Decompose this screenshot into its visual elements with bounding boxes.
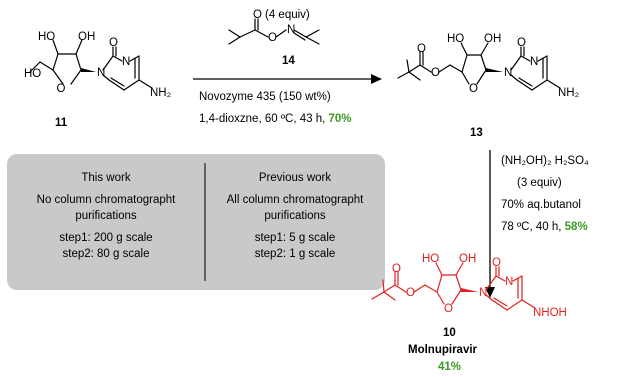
compound-13-n1: N: [504, 67, 512, 79]
compound-13-oh-right: OH: [484, 33, 501, 45]
compound-10-overall-yield: 41%: [438, 361, 461, 373]
compound-10-n3: N: [505, 276, 513, 288]
previous-work-line1: All column chromatographt: [227, 194, 365, 206]
step2-solvent: 70% aq.butanol: [501, 199, 581, 211]
step1-catalyst: Novozyme 435 (150 wt%): [199, 91, 331, 103]
compound-13-ester-oxygen: O: [431, 67, 440, 79]
compound-11-nh2: NH₂: [150, 87, 171, 99]
step2-reagent: (NH₂OH)₂ H₂SO₄: [501, 155, 589, 167]
this-work-line2: purifications: [75, 210, 137, 222]
previous-work-line2: purifications: [264, 210, 326, 222]
previous-work-step2: step2: 1 g scale: [255, 248, 336, 260]
compound-11-carbonyl-oxygen: O: [109, 37, 118, 49]
compound-10-ho-left: HO: [422, 253, 439, 265]
step1-conditions: 1,4-dioxzne, 60 ºC, 43 h, 70%: [199, 113, 352, 125]
comparison-panel: [7, 154, 385, 290]
compound-13-n3: N: [530, 56, 538, 68]
compound-13-ring-oxygen: O: [469, 83, 478, 95]
compound-13-c2-oxygen: O: [517, 37, 526, 49]
compound-11-ring-oxygen: O: [57, 83, 66, 95]
step1-yield: 70%: [329, 113, 352, 125]
reagent-14-carbonyl-oxygen: O: [253, 9, 262, 21]
compound-10-nhoh: NHOH: [533, 307, 567, 319]
compound-13-carbonyl-oxygen: O: [417, 43, 426, 55]
compound-11-ho-primary: HO: [24, 68, 41, 80]
compound-10-structure: [371, 262, 536, 311]
this-work-step1: step1: 200 g scale: [59, 232, 152, 244]
previous-work-title: Previous work: [259, 172, 331, 184]
previous-work-step1: step1: 5 g scale: [255, 232, 336, 244]
compound-10-carbonyl-oxygen: O: [392, 263, 401, 275]
compound-11-n3: N: [122, 56, 130, 68]
reagent-14-ester-oxygen: O: [268, 32, 277, 44]
compound-10-oh-right: OH: [459, 253, 476, 265]
compound-11-n1: N: [97, 67, 105, 79]
compound-13-nh2: NH₂: [558, 87, 579, 99]
step1-arrowhead: [371, 74, 382, 84]
compound-10-name: Molnupiravir: [408, 344, 478, 356]
compound-10-ring-oxygen: O: [444, 303, 453, 315]
compound-11-structure: [29, 39, 153, 91]
reagent-14-nitrogen: N: [287, 24, 295, 36]
compound-10-n1: N: [479, 287, 487, 299]
compound-10-label: 10: [443, 327, 456, 339]
compound-10-c2-oxygen: O: [492, 257, 501, 269]
step2-arrowhead: [485, 287, 495, 298]
step2-equiv: (3 equiv): [517, 177, 562, 189]
reagent-14-equiv: (4 equiv): [265, 9, 310, 21]
compound-13-ho-left: HO: [447, 33, 464, 45]
compound-13-label: 13: [470, 127, 483, 139]
reagent-14-structure: [228, 18, 320, 45]
reagent-14-label: 14: [282, 55, 295, 67]
this-work-line1: No column chromatographt: [37, 194, 177, 206]
compound-13-structure: [397, 42, 561, 91]
compound-10-ester-oxygen: O: [406, 287, 415, 299]
step2-conditions: 78 ºC, 40 h, 58%: [501, 221, 588, 233]
compound-11-label: 11: [55, 117, 68, 129]
compound-11-oh-right: OH: [78, 31, 95, 43]
step2-yield: 58%: [565, 221, 588, 233]
compound-11-ho-left: HO: [38, 31, 55, 43]
this-work-title: This work: [81, 172, 130, 184]
this-work-step2: step2: 80 g scale: [63, 248, 150, 260]
